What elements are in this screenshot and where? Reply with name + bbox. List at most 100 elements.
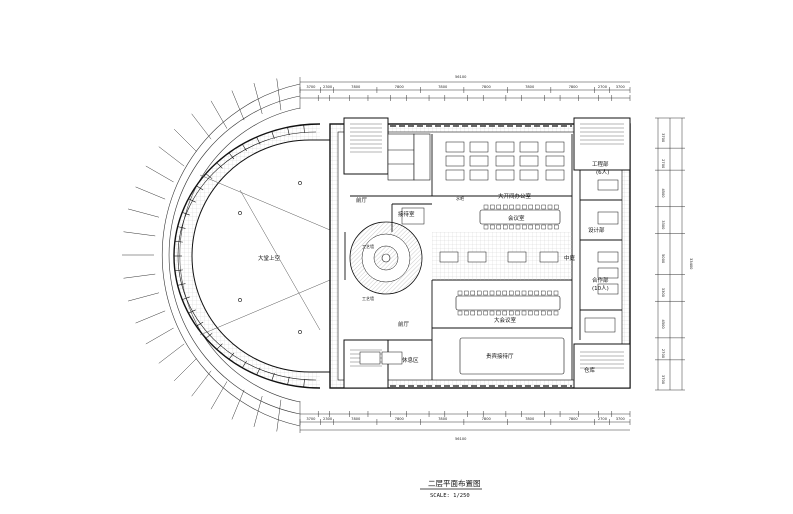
room-label-vip-reception: 贵宾接待厅 <box>486 352 514 360</box>
dimension-label: 3700 <box>661 375 665 385</box>
corridor-sofas <box>439 251 559 263</box>
dimension-label: 3700 <box>306 85 316 89</box>
room-label-lobby-bottom: 前厅 <box>398 320 410 328</box>
arc-tick <box>173 358 197 382</box>
mullion <box>177 283 186 286</box>
chair <box>535 224 540 230</box>
right-dimension-chain <box>657 118 683 390</box>
chair <box>522 204 527 210</box>
mullion <box>271 131 275 140</box>
mullion <box>174 240 183 243</box>
arc-tick <box>128 292 160 302</box>
column-marker <box>238 211 242 215</box>
meeting-chairs <box>457 204 559 316</box>
curved-wall-mullions <box>174 124 305 388</box>
chair <box>535 204 540 210</box>
arc-tick <box>123 273 156 279</box>
arc-tick <box>135 310 166 324</box>
office-desk <box>545 141 565 153</box>
office-desk <box>469 169 489 181</box>
chair <box>528 290 533 296</box>
dimension-label: 7800 <box>438 85 448 89</box>
chair <box>554 224 559 230</box>
chair <box>547 204 553 210</box>
chair <box>554 204 559 210</box>
mullion <box>188 198 196 203</box>
dimension-label: 3700 <box>616 417 626 421</box>
dimension-label: 2700 <box>661 159 665 169</box>
chair <box>496 224 501 230</box>
room-label-corridor: 中庭 <box>564 254 576 262</box>
dimension-label: 7800 <box>395 417 405 421</box>
chair <box>477 310 482 316</box>
chair <box>553 290 559 296</box>
mullion <box>196 321 204 327</box>
room-label-reception: 接待室 <box>398 210 415 218</box>
drawing-title: 二层平面布置图 <box>428 478 481 488</box>
dimension-label: 2300 <box>323 85 333 89</box>
chair <box>515 224 521 230</box>
chair <box>464 310 469 316</box>
chair <box>483 224 489 230</box>
arc-tick <box>123 231 156 237</box>
right-office-furniture <box>584 179 619 333</box>
room-label-storage: 仓库 <box>584 366 596 374</box>
arc-tick <box>145 327 174 345</box>
hall-void-lines <box>199 174 331 336</box>
office-desk <box>445 141 465 153</box>
room-label-craft-top: 工艺墙 <box>362 243 374 249</box>
chair <box>521 290 527 296</box>
top-dimension-chain <box>300 81 630 99</box>
dimension-label: 2300 <box>323 417 333 421</box>
chair <box>483 310 488 316</box>
dimension-label: 7800 <box>525 85 535 89</box>
toilet-block <box>387 133 431 181</box>
mullion <box>182 296 190 300</box>
chair <box>503 224 508 230</box>
arc-tick <box>158 146 185 167</box>
dimension-label: 3300 <box>661 220 665 230</box>
chair <box>470 310 475 316</box>
dimension-label: 7800 <box>482 85 492 89</box>
room-label-meeting-large: 大会议室 <box>494 316 517 324</box>
dimension-label: 7800 <box>351 85 361 89</box>
dimension-label: 3700 <box>616 85 626 89</box>
mullion <box>216 343 223 350</box>
room-label-pantry: 水吧 <box>456 195 464 201</box>
dimension-label: 7800 <box>438 417 448 421</box>
mullion <box>182 212 190 216</box>
chair <box>496 290 501 296</box>
office-desk <box>545 169 565 181</box>
office-desk <box>445 155 465 167</box>
arc-tick <box>231 90 245 121</box>
mullion <box>287 127 290 136</box>
room-label-cooperation-capacity: (10人) <box>592 285 609 292</box>
chair <box>515 310 520 316</box>
chair <box>496 204 501 210</box>
chair <box>457 290 463 296</box>
arc-dimension-ticks <box>122 77 301 433</box>
dimension-label: 2700 <box>598 85 608 89</box>
chair <box>489 290 495 296</box>
chair <box>541 224 546 230</box>
room-label-lounge: 休息区 <box>402 356 419 364</box>
mullion <box>228 152 235 160</box>
chair <box>483 204 489 210</box>
mullion <box>188 309 196 314</box>
room-label-engineering: 工程部 <box>592 160 609 168</box>
chair <box>483 290 488 296</box>
arc-tick <box>128 208 160 218</box>
chair <box>528 204 533 210</box>
dimension-right-total: 33400 <box>689 258 693 270</box>
dashed-boundary <box>390 125 572 387</box>
dimension-label: 7800 <box>395 85 405 89</box>
dimension-top-total: 56100 <box>455 75 467 79</box>
office-desk <box>445 169 465 181</box>
chair <box>496 310 501 316</box>
drawing-scale: SCALE: 1/250 <box>430 493 470 499</box>
column-marker <box>298 181 302 185</box>
chair <box>457 310 463 316</box>
room-label-grand-hall: 大堂上空 <box>258 254 281 262</box>
